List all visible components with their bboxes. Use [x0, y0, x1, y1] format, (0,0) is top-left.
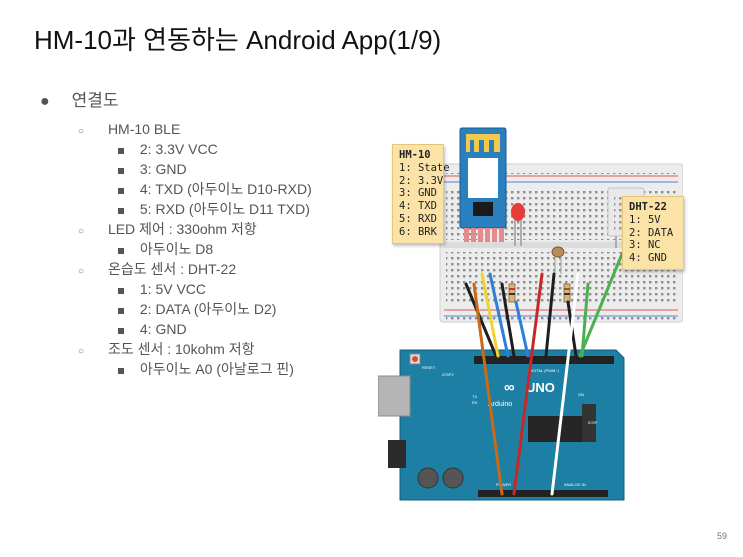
- list-item: 3: GND: [118, 160, 187, 178]
- bullet-dht: ○ 온습도 센서 : DHT-22: [78, 261, 237, 277]
- list-item: 아두이노 D8: [118, 240, 213, 258]
- rx-label: RX: [472, 400, 478, 405]
- digital-label: DIGITAL (PWM~): [528, 368, 560, 373]
- icsp2-label: ICSP2: [442, 372, 454, 377]
- circle-bullet-icon: ○: [78, 226, 85, 237]
- list-item: 4: GND: [118, 320, 187, 338]
- circle-bullet-icon: ○: [78, 126, 85, 137]
- square-bullet-icon: [118, 328, 124, 334]
- tx-label: TX: [472, 394, 477, 399]
- square-bullet-icon: [118, 188, 124, 194]
- square-bullet-icon: [118, 308, 124, 314]
- dht22-pin-note: DHT-22 1: 5V 2: DATA 3: NC 4: GND: [622, 196, 684, 270]
- analog-label: ANALOG IN: [564, 482, 586, 487]
- square-bullet-icon: [118, 208, 124, 214]
- list-item: 1: 5V VCC: [118, 280, 206, 298]
- arduino-board: [399, 349, 625, 501]
- bullet-hm10: ○ HM-10 BLE: [78, 121, 181, 137]
- bullet-light: ○ 조도 센서 : 10kohm 저항: [78, 341, 255, 357]
- icsp-label: ICSP: [588, 420, 598, 425]
- slide-title: HM-10과 연동하는 Android App(1/9): [34, 25, 442, 55]
- square-bullet-icon: [118, 148, 124, 154]
- circle-bullet-icon: ○: [78, 266, 85, 277]
- bullet-dot-icon: ●: [40, 93, 50, 110]
- list-item: 4: TXD (아두이노 D10-RXD): [118, 180, 312, 198]
- square-bullet-icon: [118, 288, 124, 294]
- list-item: 5: RXD (아두이노 D11 TXD): [118, 200, 310, 218]
- circle-bullet-icon: ○: [78, 346, 85, 357]
- svg-text:∞: ∞: [504, 379, 515, 396]
- list-item: 2: 3.3V VCC: [118, 140, 218, 158]
- square-bullet-icon: [118, 248, 124, 254]
- on-label: ON: [578, 392, 584, 397]
- bullet-root: ● 연결도: [40, 91, 119, 111]
- list-item: 아두이노 A0 (아날로그 핀): [118, 360, 294, 378]
- arduino-brand: Arduino: [488, 401, 512, 408]
- page-number: 59: [716, 531, 727, 541]
- wiring-diagram: ∞ UNO Arduino RESET ICSP2 TX RX ON DIGIT…: [378, 124, 684, 505]
- square-bullet-icon: [118, 368, 124, 374]
- arduino-logo: UNO: [526, 380, 555, 395]
- wires: [464, 252, 624, 496]
- hm10-pin-note: HM-10 1: State 2: 3.3V 3: GND 4: TXD 5: …: [392, 144, 450, 244]
- power-label: POWER: [496, 482, 511, 487]
- bullet-led: ○ LED 제어 : 330ohm 저항: [78, 221, 257, 237]
- square-bullet-icon: [118, 168, 124, 174]
- list-item: 2: DATA (아두이노 D2): [118, 300, 276, 318]
- resistors: [508, 283, 571, 303]
- reset-label: RESET: [422, 365, 436, 370]
- led: [511, 203, 525, 221]
